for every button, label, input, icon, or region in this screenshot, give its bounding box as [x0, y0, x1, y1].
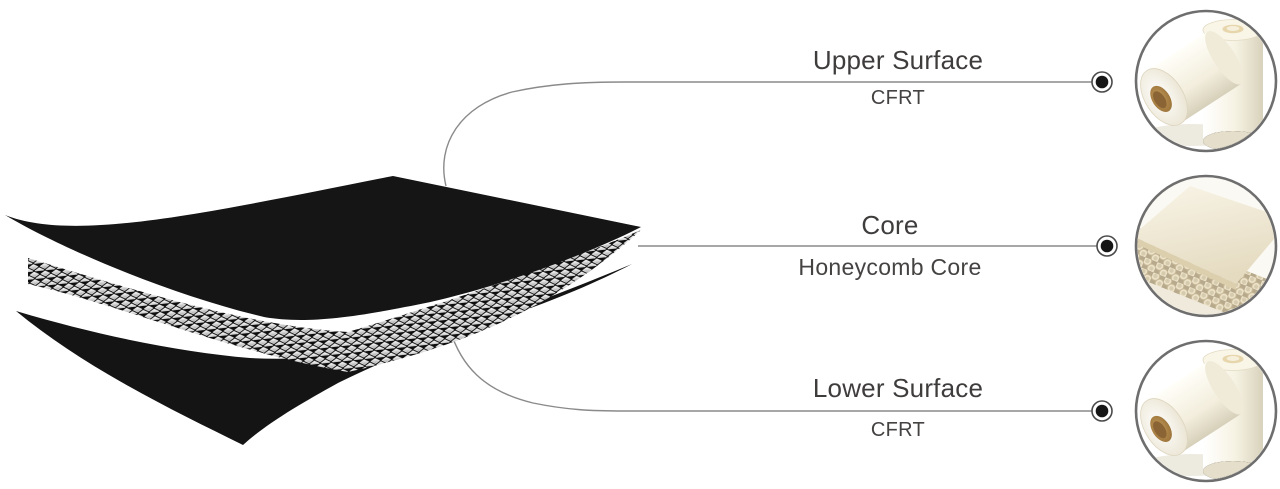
upper-skin-sheet [5, 176, 641, 320]
cfrt-rolls-photo-upper [1131, 11, 1276, 151]
sandwich-panel-illustration [5, 176, 641, 445]
callout-dot-core [1096, 235, 1118, 257]
upper-surface-sublabel: CFRT [870, 87, 926, 109]
honeycomb-core-layer [28, 230, 641, 372]
callout-dot-lower [1091, 400, 1113, 422]
callout-markers [1091, 71, 1118, 422]
lower-surface-label: Lower Surface [812, 373, 984, 403]
leader-line-upper [443, 81, 1092, 187]
leader-line-lower [449, 329, 1092, 412]
callout-dot-upper [1091, 71, 1113, 93]
leader-lines [443, 81, 1097, 412]
cfrt-rolls-photo-lower [1131, 341, 1276, 481]
core-label: Core [861, 210, 919, 240]
upper-surface-label: Upper Surface [812, 45, 984, 75]
core-sublabel: Honeycomb Core [798, 254, 982, 280]
honeycomb-core-photo [1134, 174, 1278, 318]
lower-skin-sheet [16, 264, 632, 445]
lower-surface-sublabel: CFRT [870, 419, 926, 441]
